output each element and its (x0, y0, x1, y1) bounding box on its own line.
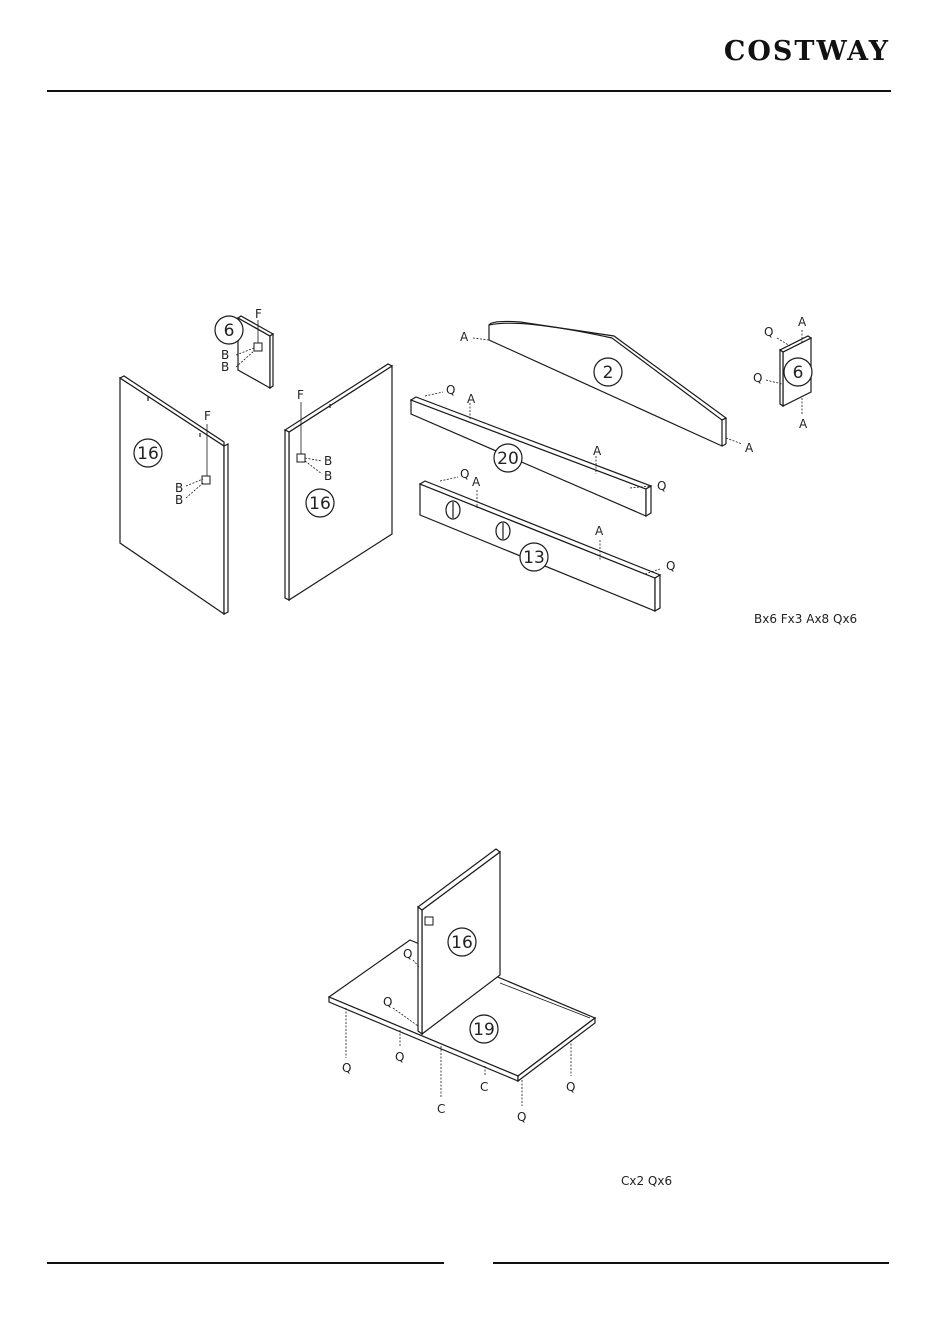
panel-number-16-left: 16 (137, 444, 159, 464)
label-q: Q (566, 1080, 575, 1094)
label-a: A (799, 417, 808, 431)
label-b: B (324, 454, 332, 468)
step1-hardware-summary: Bx6 Fx3 Ax8 Qx6 (754, 612, 857, 626)
label-q: Q (446, 383, 455, 397)
label-c: C (437, 1102, 445, 1116)
panel-number-20: 20 (497, 449, 519, 469)
panel-number-6-left: 6 (224, 321, 235, 341)
label-f: F (297, 388, 304, 402)
label-q: Q (383, 995, 392, 1009)
panel-16-left (120, 376, 228, 614)
label-q: Q (666, 559, 675, 573)
label-q: Q (342, 1061, 351, 1075)
label-q: Q (395, 1050, 404, 1064)
label-f: F (255, 307, 262, 321)
panel-2 (473, 321, 742, 446)
label-b: B (324, 469, 332, 483)
label-b: B (175, 493, 183, 507)
label-q: Q (403, 947, 412, 961)
label-a: A (467, 392, 476, 406)
panel-6-small-right (766, 330, 812, 414)
footer-rule-left (47, 1262, 444, 1264)
label-a: A (472, 475, 481, 489)
panel-number-2: 2 (603, 363, 614, 383)
label-a: A (593, 444, 602, 458)
label-a: A (595, 524, 604, 538)
panel-number-19: 19 (473, 1020, 495, 1040)
label-a: A (798, 315, 807, 329)
label-q: Q (753, 371, 762, 385)
label-f: F (204, 409, 211, 423)
panel-number-16-right: 16 (309, 494, 331, 514)
label-b: B (221, 360, 229, 374)
label-c: C (480, 1080, 488, 1094)
label-a: A (745, 441, 754, 455)
label-q: Q (517, 1110, 526, 1124)
step2-hardware-summary: Cx2 Qx6 (621, 1174, 672, 1188)
label-a: A (460, 330, 469, 344)
panel-number-6-right: 6 (793, 363, 804, 383)
footer-rule-right (493, 1262, 889, 1264)
label-q: Q (460, 467, 469, 481)
panel-number-13: 13 (523, 548, 545, 568)
panel-number-16-step2: 16 (451, 933, 473, 953)
label-q: Q (764, 325, 773, 339)
label-q: Q (657, 479, 666, 493)
